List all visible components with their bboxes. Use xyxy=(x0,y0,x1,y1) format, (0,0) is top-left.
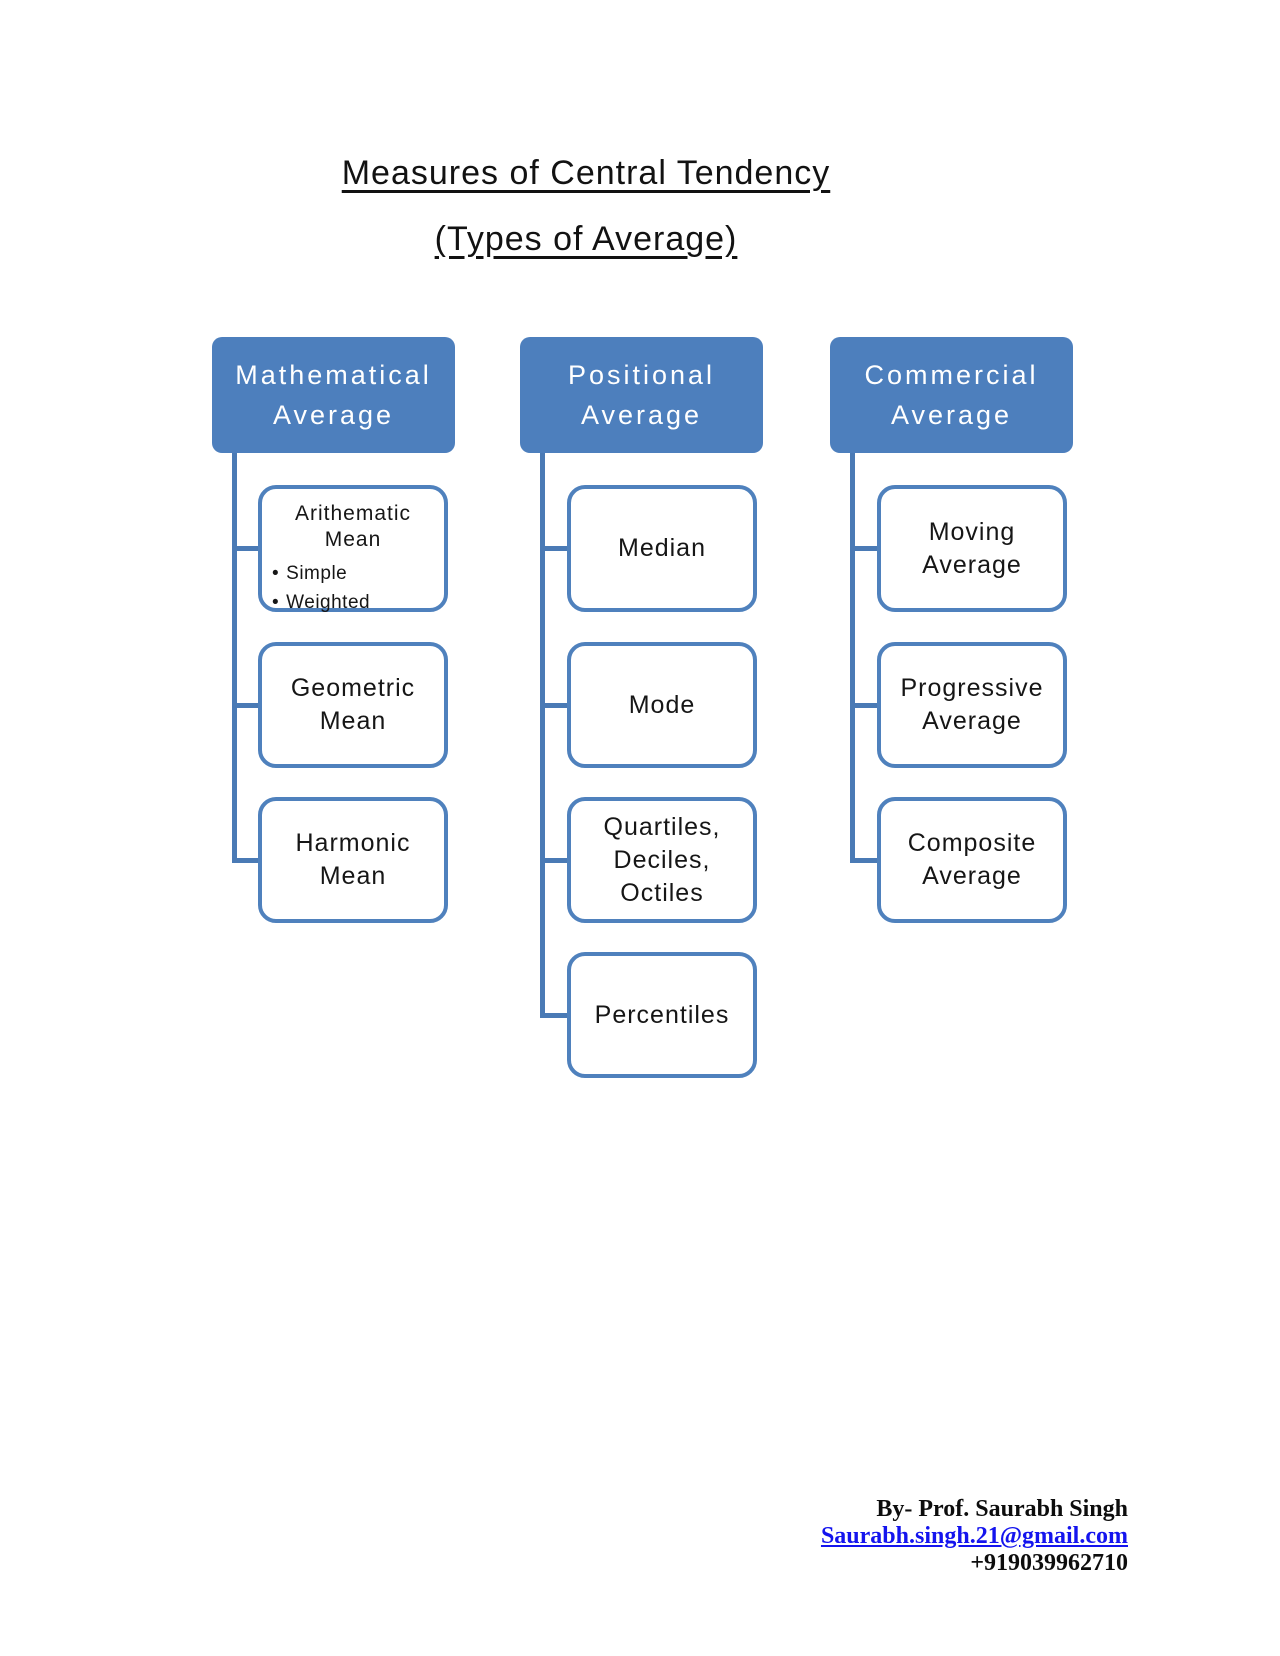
node-median: Median xyxy=(567,485,757,612)
page-subtitle: (Types of Average) xyxy=(434,220,738,258)
bullet-item: Weighted xyxy=(272,588,444,617)
node-quartiles-deciles-octiles: Quartiles, Deciles, Octiles xyxy=(567,797,757,923)
connector-stub xyxy=(232,703,258,708)
connector-stub xyxy=(232,858,258,863)
bullet-item: Simple xyxy=(272,559,444,588)
connector-stub xyxy=(850,858,877,863)
node-progressive-average: Progressive Average xyxy=(877,642,1067,768)
branch-header-positional-average: Positional Average xyxy=(520,337,763,453)
connector-stub xyxy=(540,703,567,708)
header-line: Commercial xyxy=(864,360,1039,390)
connector-stub xyxy=(540,546,567,551)
connector-stub xyxy=(850,703,877,708)
branch-header-mathematical-average: Mathematical Average xyxy=(212,337,455,453)
header-line: Mathematical xyxy=(235,360,432,390)
connector-stub xyxy=(232,546,258,551)
connector-stub xyxy=(540,1013,567,1018)
header-line: Positional xyxy=(567,360,716,390)
connector-vertical-positional xyxy=(540,453,545,1018)
node-percentiles: Percentiles xyxy=(567,952,757,1078)
email-link[interactable]: Saurabh.singh.21@gmail.com xyxy=(820,1523,1128,1549)
branch-header-commercial-average: Commercial Average xyxy=(830,337,1073,453)
connector-vertical-commercial xyxy=(850,453,855,863)
node-harmonic-mean: Harmonic Mean xyxy=(258,797,448,923)
node-geometric-mean: Geometric Mean xyxy=(258,642,448,768)
connector-stub xyxy=(850,546,877,551)
connector-stub xyxy=(540,858,567,863)
footer-credits: By- Prof. Saurabh Singh Saurabh.singh.21… xyxy=(821,1496,1128,1577)
node-arithematic-mean: Arithematic Mean Simple Weighted xyxy=(258,485,448,613)
node-label: Arithematic Mean xyxy=(294,502,412,551)
phone-number: +919039962710 xyxy=(970,1550,1128,1576)
author-byline: By- Prof. Saurabh Singh xyxy=(876,1496,1128,1522)
page-title: Measures of Central Tendency xyxy=(341,154,831,192)
node-composite-average: Composite Average xyxy=(877,797,1067,923)
header-line: Average xyxy=(890,400,1013,430)
node-moving-average: Moving Average xyxy=(877,485,1067,612)
connector-vertical-mathematical xyxy=(232,453,237,863)
header-line: Average xyxy=(272,400,395,430)
header-line: Average xyxy=(580,400,703,430)
node-bullet-list: Simple Weighted xyxy=(262,559,444,617)
node-mode: Mode xyxy=(567,642,757,768)
